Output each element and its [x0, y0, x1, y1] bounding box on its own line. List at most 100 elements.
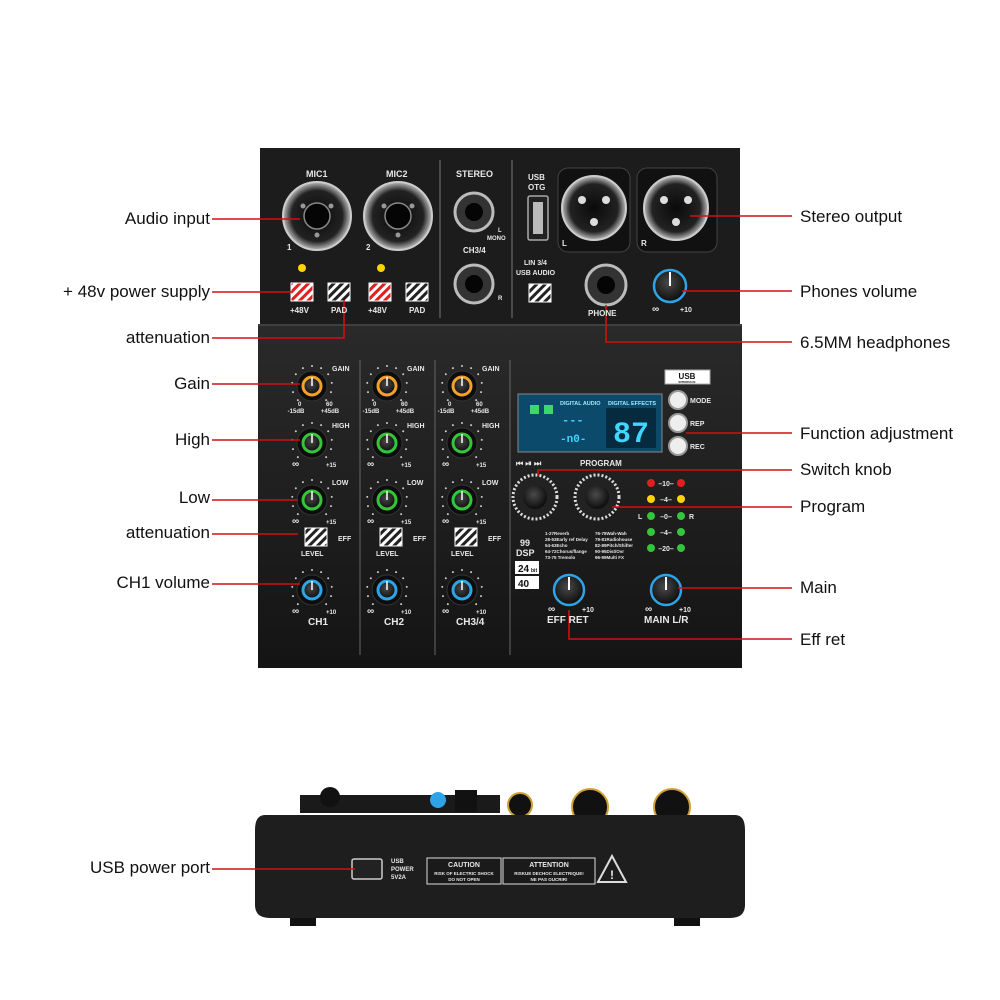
phones-volume-knob[interactable] [652, 268, 688, 304]
meter-r-label: R [689, 514, 694, 521]
pad-label-1: PAD [331, 306, 348, 315]
ch1-gain-min: 0 [298, 402, 302, 408]
bit-value: 24 [518, 564, 530, 575]
ch2-high-max: +15 [401, 463, 412, 469]
knob-tick [301, 424, 304, 427]
knob-tick [395, 481, 398, 484]
knob-tick [376, 424, 379, 427]
ch34-gain-label: GAIN [482, 366, 500, 373]
knob-tick [320, 571, 323, 574]
mode-label: MODE [690, 398, 711, 405]
knob-tick [461, 422, 463, 424]
knob-tick [461, 479, 463, 481]
eff-switch-ch1[interactable] [304, 527, 328, 547]
stereo-output-r-xlr[interactable] [636, 167, 718, 253]
ch1-high-knob[interactable] [291, 422, 333, 459]
ch1-low-min: ∞ [292, 516, 299, 527]
usb-audio-switch[interactable] [528, 283, 552, 303]
phantom-48v-switch-2[interactable] [368, 282, 392, 302]
knob-tick [477, 373, 480, 376]
ch34-level-label: LEVEL [451, 551, 474, 558]
transport-controls-icon: ⏮ ⏯ ⏭ [516, 459, 542, 468]
phantom-48v-switch-1[interactable] [290, 282, 314, 302]
mode-button[interactable] [668, 390, 688, 410]
ch34-high-knob[interactable] [441, 422, 483, 459]
knob-tick [386, 422, 388, 424]
main-lr-knob[interactable] [649, 573, 683, 607]
jack-l-label: L [498, 228, 502, 234]
eff-switch-ch34[interactable] [454, 527, 478, 547]
lin34-label: LIN 3/4 [524, 260, 547, 267]
ch1-gain-db-low: -15dB [288, 409, 305, 415]
ch2-gain-min: 0 [373, 402, 377, 408]
ch34-gain-max: 60 [476, 402, 483, 408]
knob-tick [291, 448, 294, 451]
rep-button[interactable] [668, 413, 688, 433]
bit-unit: bit [531, 568, 537, 574]
mic2-input-jack[interactable] [363, 181, 433, 251]
back-power-label: POWER [391, 867, 414, 873]
ch1-level-knob[interactable] [291, 569, 333, 606]
bit-badge [515, 561, 539, 574]
knob-tick [405, 595, 408, 598]
ch34-level-knob[interactable] [441, 569, 483, 606]
knob-tick [470, 571, 473, 574]
meter-led [647, 544, 655, 552]
ch34-gain-knob[interactable] [441, 365, 483, 402]
knob-tick [444, 487, 447, 490]
headphone-jack[interactable] [584, 263, 628, 307]
knob-tick [477, 577, 480, 580]
usb-interface-subtext: INTERFACE [678, 380, 695, 384]
attention-text-1: RISKUE DECHOC ELECTRIQUE! [514, 871, 584, 876]
knob-tick [366, 448, 369, 451]
rec-button[interactable] [668, 436, 688, 456]
ch1-gain-knob[interactable] [291, 365, 333, 402]
usb-otg-port[interactable] [527, 195, 549, 241]
knob-tick [386, 569, 388, 571]
usb-power-port[interactable] [351, 858, 383, 880]
knob-tick [291, 495, 294, 498]
callout-function-adjustment: Function adjustment [800, 424, 954, 443]
pad-switch-1[interactable] [327, 282, 351, 302]
callout-usb-power-port: USB power port [90, 858, 210, 877]
knob-tick [325, 603, 328, 606]
eff-switch-ch2[interactable] [379, 527, 403, 547]
stereo-output-l-xlr[interactable] [557, 167, 631, 253]
effect-list-item: 96-99Multi FX [595, 555, 624, 560]
mic1-label: MIC1 [306, 169, 328, 179]
eff-ret-knob[interactable] [552, 573, 586, 607]
meter-scale-label: –10– [658, 481, 674, 488]
effect-list-item: 28-53Early ref Delay [545, 537, 588, 542]
knob-tick [366, 381, 369, 384]
ch2-gain-knob[interactable] [366, 365, 408, 402]
knob-tick [446, 603, 449, 606]
knob-tick [330, 595, 333, 598]
rep-label: REP [690, 421, 705, 428]
ch2-low-knob[interactable] [366, 479, 408, 516]
knob-tick [294, 577, 297, 580]
ch2-high-knob[interactable] [366, 422, 408, 459]
ch34-level-min: ∞ [442, 606, 449, 617]
callout-stereo-output: Stereo output [800, 207, 903, 226]
knob-tick [470, 424, 473, 427]
meter-led [677, 512, 685, 520]
stereo-l-jack[interactable] [453, 191, 495, 233]
knob-tick [301, 367, 304, 370]
pad-switch-2[interactable] [405, 282, 429, 302]
knob-tick [480, 381, 483, 384]
meter-led [677, 528, 685, 536]
knob-tick [366, 495, 369, 498]
knob-tick [395, 424, 398, 427]
usb-label: USB [528, 173, 545, 182]
display-mid-readout: -n0- [560, 434, 586, 446]
ch34-low-knob[interactable] [441, 479, 483, 516]
mic1-input-jack[interactable] [282, 181, 352, 251]
ch2-level-knob[interactable] [366, 569, 408, 606]
switch-knob[interactable] [511, 473, 559, 521]
ch2-gain-label: GAIN [407, 366, 425, 373]
knob-tick [366, 438, 369, 441]
stereo-r-jack[interactable] [453, 263, 495, 305]
program-knob[interactable] [573, 473, 621, 521]
knob-tick [330, 505, 333, 508]
